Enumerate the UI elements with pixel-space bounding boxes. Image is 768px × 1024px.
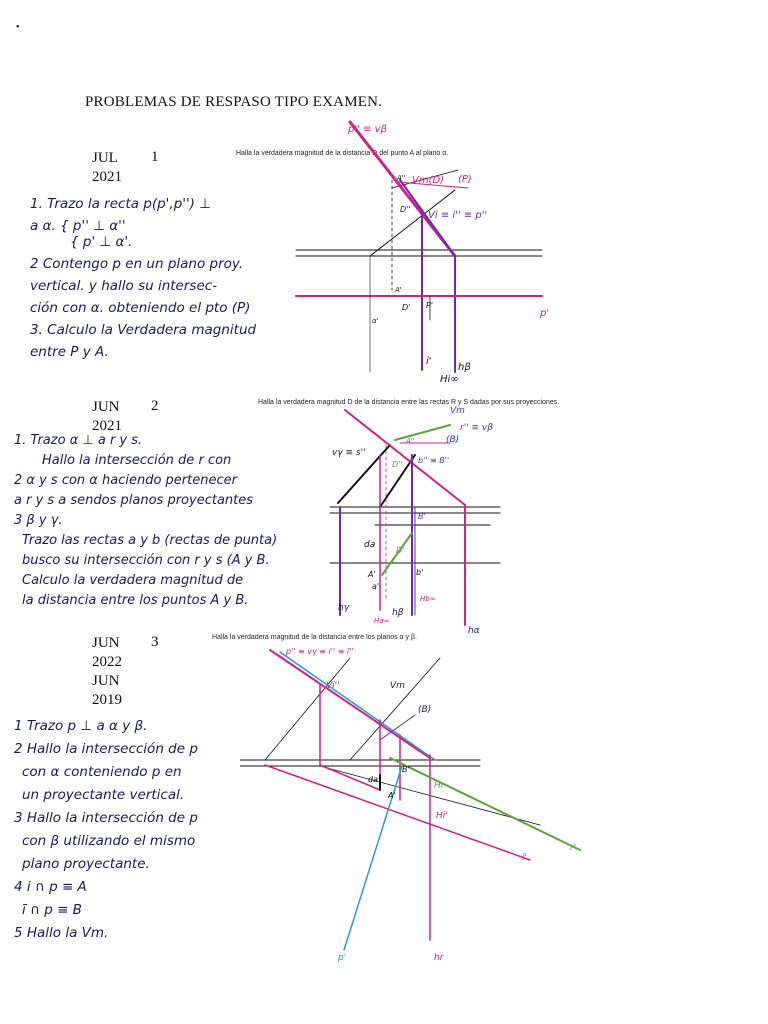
p1-step: entre P y A.: [30, 344, 109, 360]
p2-label: r'' ≡ vβ: [460, 423, 493, 433]
p2-step: Calculo la verdadera magnitud de: [22, 573, 244, 588]
p1-label: Vm(D): [412, 175, 444, 186]
p2-label: D': [396, 546, 404, 555]
p3-label: r': [570, 843, 576, 853]
p2-label: b': [416, 568, 423, 577]
p3-step: ī ∩ p ≡ B: [22, 902, 82, 918]
problem-3-date: 2019: [92, 692, 122, 708]
problem-2-dates: JUN 2021: [92, 398, 122, 436]
problem-2-solution-steps: 1. Trazo α ⊥ a r y s. Hallo la intersecc…: [14, 431, 277, 611]
problem-1-number: 1: [151, 149, 159, 165]
p2-label: da: [364, 540, 375, 550]
p3-step: plano proyectante.: [22, 856, 150, 872]
p3-step: con β utilizando el mismo: [22, 833, 196, 849]
p3-step: 1 Trazo p ⊥ a α y β.: [14, 718, 148, 734]
p1-step: 3. Calculo la Verdadera magnitud: [30, 322, 257, 338]
problem-3-date: JUN: [92, 673, 120, 689]
p1-step: a α. { p'' ⊥ α'': [30, 218, 126, 234]
problem-3-date: 2022: [92, 654, 122, 670]
p3-label: Hi': [436, 811, 448, 821]
p3-label: hr: [434, 953, 445, 963]
p3-step: un proyectante vertical.: [22, 787, 185, 803]
p3-label: Vi'': [326, 681, 340, 691]
p3-label: p'' ≡ vγ ≡ i'' ≡ ī'': [285, 647, 354, 656]
p2-label: hγ: [338, 603, 350, 613]
p3-label: Hr: [434, 781, 446, 791]
p3-step: 5 Hallo la Vm.: [14, 925, 109, 941]
corner-dot: •: [16, 22, 20, 33]
p2-label: hα: [468, 626, 480, 635]
p3-label: p': [337, 953, 346, 963]
p2-label: hβ: [392, 608, 404, 618]
p1-label: Hi∞: [440, 374, 459, 385]
problem-3-date: JUN: [92, 635, 120, 651]
problem-2-date-month: JUN: [92, 399, 120, 415]
p1-label: A'': [396, 174, 406, 182]
p2-step: 3 β y γ.: [14, 513, 63, 528]
p2-label: (B): [446, 435, 459, 445]
problem-1-dates: JUL 2021: [92, 149, 122, 187]
p2-label: A': [367, 570, 376, 579]
p3-label: A': [387, 791, 396, 800]
p3-label: da: [368, 775, 378, 784]
p3-label: B': [402, 765, 410, 774]
problem-3-solution-steps: 1 Trazo p ⊥ a α y β. 2 Hallo la intersec…: [14, 715, 198, 945]
problem-2-diagram: Vm (B) r'' ≡ vβ vγ ≡ s'' A'' D'' b'' ≡ B…: [329, 406, 501, 635]
p1-label: D': [402, 303, 410, 312]
p2-step: Hallo la intersección de r con: [42, 453, 232, 468]
problem-3-diagram: p'' ≡ vγ ≡ i'' ≡ ī'' Vi'' Vm (B) da B' A…: [240, 647, 581, 963]
p1-label: α': [372, 317, 379, 325]
p3-label: Vm: [390, 681, 405, 691]
problem-3-dates: JUN 2022 JUN 2019: [92, 634, 122, 710]
problem-1-date-month: JUL: [92, 150, 118, 166]
p2-label: D'': [392, 460, 403, 469]
problem-1-caption: Halla la verdadera magnitud de la distan…: [236, 150, 449, 157]
problem-2-caption: Halla la verdadera magnitud D de la dist…: [258, 399, 560, 406]
p3-step: con α conteniendo p en: [22, 764, 182, 780]
problem-3-number: 3: [151, 634, 159, 650]
p2-step: busco su intersección con r y s (A y B.: [22, 553, 270, 568]
p1-label: i': [426, 356, 432, 367]
problem-1-diagram: p'' ≡ vβ A'' Vm(D) (P) D'' Vi ≡ i'' ≡ p'…: [295, 120, 549, 385]
p2-step: 2 α y s con α haciendo pertenecer: [14, 473, 237, 488]
p1-step: { p' ⊥ α'.: [70, 234, 133, 250]
p1-label: P': [426, 301, 433, 310]
p2-label: Vm: [450, 406, 465, 416]
p2-step: 1. Trazo α ⊥ a r y s.: [14, 433, 143, 448]
problem-1-date-year: 2021: [92, 169, 122, 185]
page-title: PROBLEMAS DE RESPASO TIPO EXAMEN.: [85, 94, 383, 110]
p1-label: A': [394, 286, 402, 294]
p1-step: vertical. y hallo su intersec-: [30, 278, 218, 294]
p1-label: p': [539, 308, 549, 319]
p2-label: A'': [405, 437, 415, 445]
p1-label: (P): [458, 174, 472, 185]
p1-step: ción con α. obteniendo el pto (P): [30, 300, 251, 316]
p2-label: a': [372, 582, 379, 591]
p2-label: Hα∞: [374, 617, 390, 625]
problem-2-number: 2: [151, 398, 159, 414]
p1-step: 1. Trazo la recta p(p',p'') ⊥: [30, 196, 211, 212]
p2-label: vγ ≡ s'': [332, 448, 366, 458]
p3-label: i': [522, 853, 527, 863]
p3-step: 2 Hallo la intersección de p: [14, 741, 198, 757]
problem-1-solution-steps: 1. Trazo la recta p(p',p'') ⊥ a α. { p''…: [30, 193, 256, 363]
p3-label: (B): [418, 705, 431, 715]
p2-step: a r y s a sendos planos proyectantes: [14, 493, 254, 508]
p3-step: 4 i ∩ p ≡ A: [14, 879, 87, 895]
p2-step: Trazo las rectas a y b (rectas de punta): [22, 533, 278, 548]
p1-label: hβ: [458, 362, 471, 373]
p1-label: Vi ≡ i'' ≡ p'': [428, 210, 487, 221]
p2-label: Hb∞: [420, 595, 436, 603]
p1-step: 2 Contengo p en un plano proy.: [30, 256, 244, 272]
p2-label: B': [418, 512, 426, 521]
p2-label: b'' ≡ B'': [418, 456, 449, 465]
p1-label: D'': [400, 205, 411, 214]
problem-2-date-year: 2021: [92, 418, 122, 434]
p2-step: la distancia entre los puntos A y B.: [22, 593, 249, 608]
p3-step: 3 Hallo la intersección de p: [14, 810, 198, 826]
problem-3-caption: Halla la verdadera magnitud de la distan…: [212, 634, 417, 641]
p1-label: p'' ≡ vβ: [347, 124, 388, 135]
